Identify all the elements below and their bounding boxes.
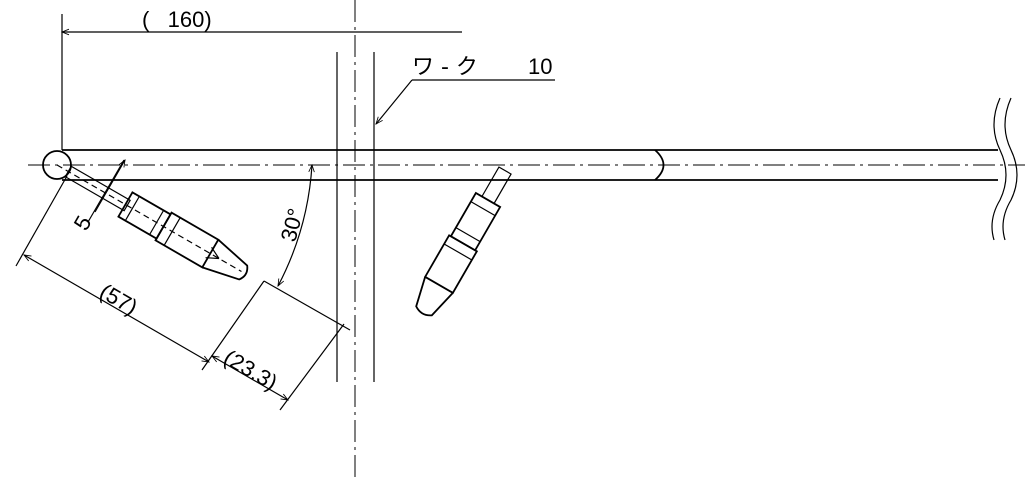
dim-57-label: (57) bbox=[96, 279, 142, 320]
lower-nozzle bbox=[415, 166, 512, 317]
break-lines bbox=[991, 97, 1018, 241]
angle-dimension: 30° bbox=[276, 163, 315, 288]
dimension-5: 5 bbox=[69, 159, 126, 235]
work-label: ワ - ク 10 bbox=[375, 54, 555, 125]
dim-160-label: ( 160) bbox=[142, 7, 212, 32]
work-plate bbox=[336, 52, 375, 382]
dimension-160: ( 160) bbox=[60, 7, 462, 150]
angled-nozzle bbox=[56, 164, 249, 281]
work-label-text: ワ - ク bbox=[412, 55, 478, 80]
work-label-value: 10 bbox=[528, 54, 552, 79]
dimension-23-3: (23.3) bbox=[201, 280, 345, 411]
tip-extension-line bbox=[263, 280, 351, 331]
dim-23-3-label: (23.3) bbox=[220, 345, 282, 395]
angle-label: 30° bbox=[276, 206, 309, 245]
